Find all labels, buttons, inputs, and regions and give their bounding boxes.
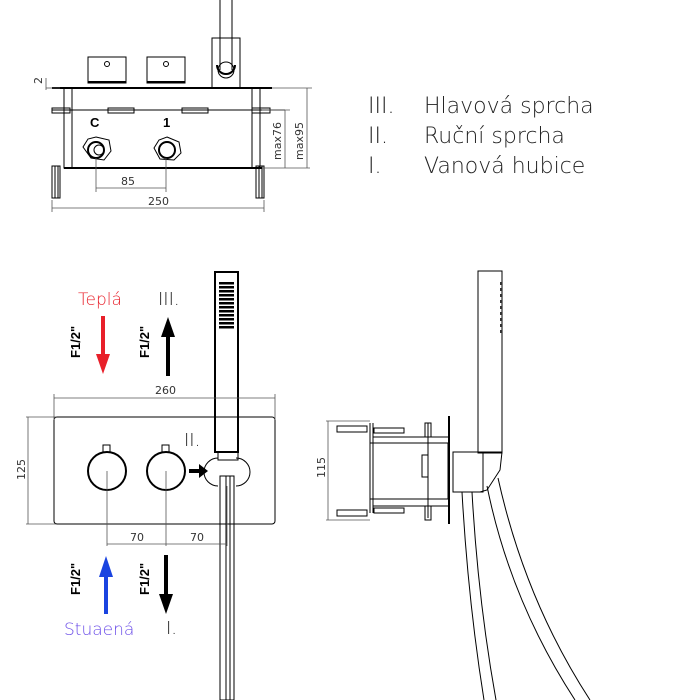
outlet-size-bottom: F1/2" — [137, 563, 152, 595]
dim-spacing-2: 70 — [190, 531, 204, 544]
marker-outlet-2: II. — [184, 430, 200, 451]
warm-inlet-size: F1/2" — [68, 326, 83, 358]
dim-box-width: 250 — [148, 195, 169, 208]
arrow-right-icon — [189, 464, 208, 478]
wall-bracket — [211, 37, 241, 89]
outlet-size-top: F1/2" — [137, 326, 152, 358]
warm-inlet-label: Teplá — [78, 290, 122, 310]
dim-port-spacing: 85 — [121, 175, 135, 188]
hand-shower-side — [477, 270, 503, 454]
dim-side-height: 115 — [315, 457, 328, 478]
legend-label-1: Vanová hubice — [424, 154, 585, 179]
legend-numeral-2: II. — [368, 124, 388, 149]
port-label-1: 1 — [163, 115, 170, 130]
marker-outlet-3: III. — [158, 289, 180, 310]
marker-outlet-1: I. — [166, 618, 177, 639]
legend-numeral-3: III. — [368, 94, 394, 119]
dim-depth-inner: max76 — [271, 122, 284, 160]
dim-depth-outer: max95 — [293, 122, 306, 160]
top-view: C 1 85 250 2 max76 max95 — [32, 0, 312, 212]
arrow-down-black-icon — [159, 594, 173, 614]
dim-spacing-1: 70 — [130, 531, 144, 544]
outlet-legend: III. Hlavová sprcha II. Ruční sprcha I. … — [368, 94, 594, 179]
arrow-up-blue-icon — [99, 556, 113, 577]
arrow-down-red-icon — [96, 354, 110, 374]
shower-nozzles — [219, 282, 234, 329]
port-label-c: C — [90, 115, 100, 130]
handle-top-2 — [146, 56, 186, 84]
cover-plate — [53, 416, 276, 525]
legend-label-3: Hlavová sprcha — [424, 94, 594, 119]
cold-inlet-size: F1/2" — [68, 563, 83, 595]
dim-plate-height: 125 — [15, 459, 28, 480]
front-view: 260 125 70 70 III. II. I. Teplá F1/2" — [15, 271, 276, 700]
dim-plate-thickness: 2 — [32, 77, 45, 84]
legend-numeral-1: I. — [368, 154, 381, 179]
legend-label-2: Ruční sprcha — [424, 124, 565, 149]
dim-plate-width: 260 — [155, 384, 176, 397]
cold-inlet-label: Stuaená — [64, 620, 134, 640]
side-view: 115 — [315, 270, 591, 700]
handle-top-1 — [87, 56, 127, 84]
arrow-up-black-icon — [161, 317, 175, 337]
